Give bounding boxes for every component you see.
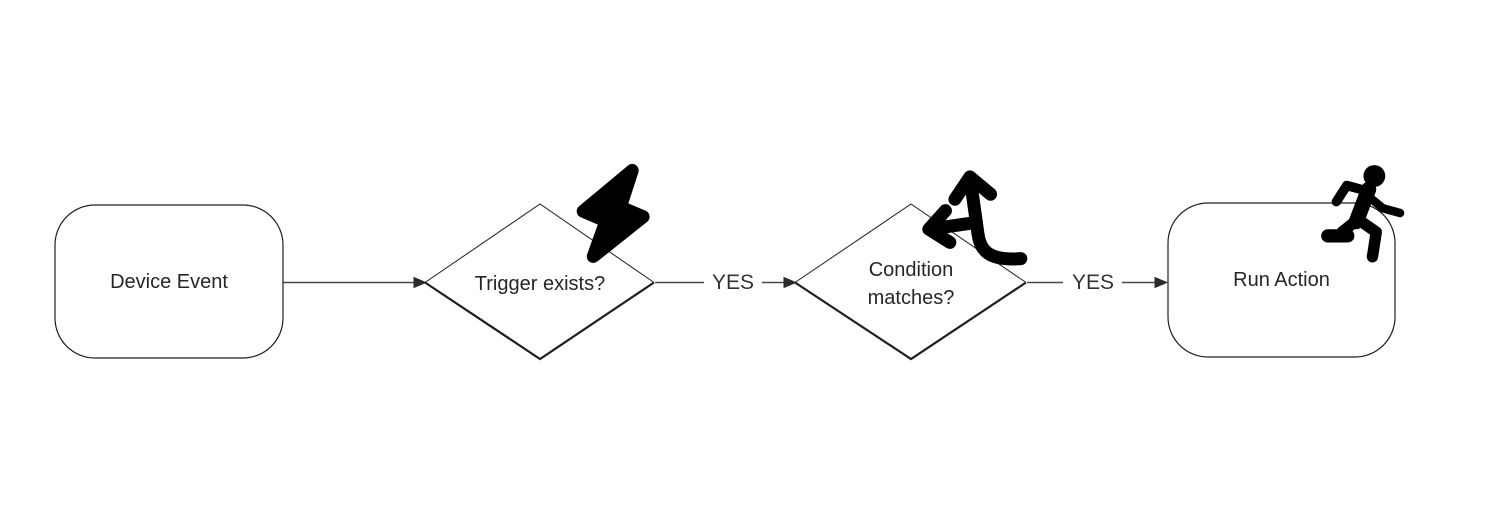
edge-condition-to-run-action bbox=[1027, 276, 1168, 289]
node-label-device-event: Device Event bbox=[110, 270, 228, 293]
directions-split-arrow-icon bbox=[922, 170, 1028, 266]
node-label-condition-matches: Condition matches? bbox=[867, 259, 955, 309]
lightning-bolt-icon bbox=[576, 163, 650, 263]
edge-label-yes-1: YES bbox=[711, 270, 755, 294]
edge-label-yes-2: YES bbox=[1071, 270, 1115, 294]
diamond-outline-bottom bbox=[794, 281, 1027, 361]
edge-device-event-to-trigger bbox=[283, 276, 427, 289]
diamond-outline-top bbox=[424, 203, 655, 283]
person-running-icon bbox=[1321, 165, 1405, 263]
rounded-rect-shape bbox=[54, 204, 284, 359]
diamond-outline-bottom bbox=[424, 281, 655, 361]
node-label-run-action: Run Action bbox=[1233, 269, 1330, 291]
arrowhead-icon bbox=[783, 276, 797, 289]
node-run-action bbox=[1167, 165, 1405, 358]
arrowhead-icon bbox=[1154, 276, 1168, 289]
node-label-trigger-exists: Trigger exists? bbox=[474, 273, 606, 295]
node-trigger-exists bbox=[424, 163, 655, 361]
node-device-event bbox=[54, 204, 284, 359]
arrowhead-icon bbox=[413, 276, 427, 289]
edge-trigger-to-condition bbox=[655, 276, 797, 289]
node-condition-matches bbox=[794, 170, 1028, 361]
